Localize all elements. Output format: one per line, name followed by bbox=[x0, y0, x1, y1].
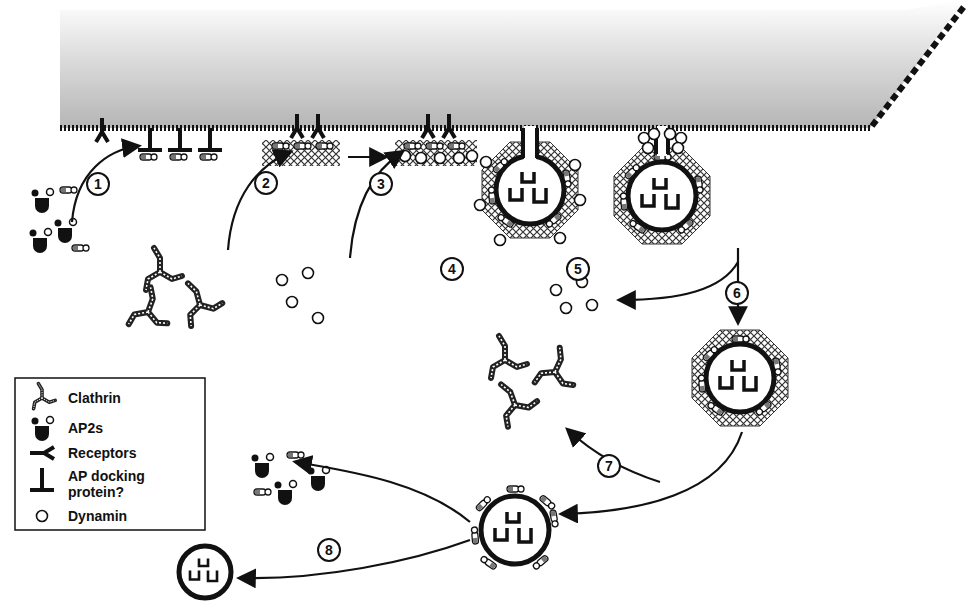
released-dynamin bbox=[551, 277, 598, 314]
released-ap2 bbox=[252, 452, 330, 505]
coated-pit bbox=[475, 126, 586, 246]
free-clathrin bbox=[129, 248, 226, 336]
free-dynamin bbox=[277, 268, 324, 324]
legend-text: Receptors bbox=[68, 445, 196, 461]
legend-text: AP docking protein? bbox=[68, 468, 196, 500]
callout-number: 8 bbox=[317, 538, 341, 562]
callout-number: 7 bbox=[597, 454, 621, 478]
coated-vesicle bbox=[692, 330, 788, 426]
legend-text: Dynamin bbox=[68, 508, 196, 524]
ap-coated-vesicle bbox=[471, 486, 558, 570]
clathrin-lattice bbox=[262, 114, 340, 166]
callout-number: 2 bbox=[254, 171, 278, 195]
callout-number: 6 bbox=[725, 281, 749, 305]
released-clathrin bbox=[491, 336, 585, 427]
uncoated-vesicle bbox=[179, 546, 231, 598]
constricted-pit bbox=[614, 126, 710, 244]
callout-number: 4 bbox=[440, 257, 464, 281]
legend-text: Clathrin bbox=[68, 390, 196, 406]
legend bbox=[15, 378, 205, 530]
free-ap2 bbox=[30, 187, 90, 253]
plasma-membrane bbox=[60, 0, 966, 128]
callout-number: 3 bbox=[369, 172, 393, 196]
legend-text: AP2s bbox=[68, 420, 196, 436]
callout-number: 1 bbox=[86, 172, 110, 196]
dynamin-lattice bbox=[395, 114, 478, 166]
callout-number: 5 bbox=[566, 257, 590, 281]
